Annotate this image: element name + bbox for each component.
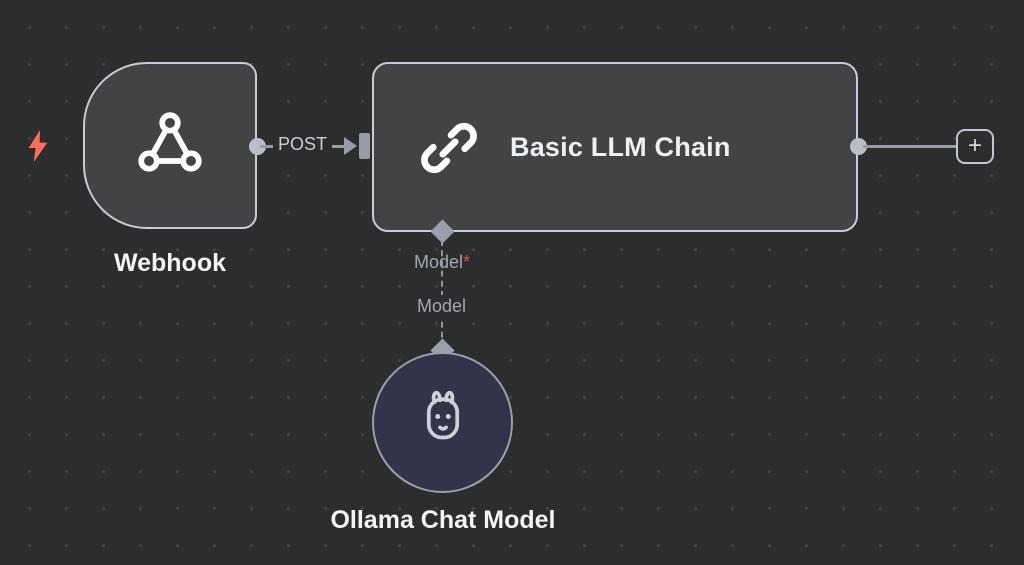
llm-input-connector[interactable] [359,133,370,159]
llama-icon [412,385,474,460]
required-asterisk: * [463,252,471,272]
node-webhook[interactable] [83,62,257,229]
webhook-output-connector[interactable] [249,138,266,155]
connection-post-label: POST [273,133,333,156]
ollama-node-label: Ollama Chat Model [330,506,556,534]
model-port-label: Model* [413,252,471,272]
llm-output-connector[interactable] [850,138,867,155]
chain-icon [418,117,480,179]
connection-llm-to-add[interactable] [863,145,960,148]
connection-arrowhead-icon [344,137,357,155]
webhook-node-label: Webhook [113,249,227,277]
llm-node-title: Basic LLM Chain [510,131,731,162]
node-ollama-chat-model[interactable] [372,352,513,493]
node-basic-llm-chain[interactable]: Basic LLM Chain [372,62,858,232]
connection-ollama-to-llm[interactable] [441,240,443,348]
plus-icon: + [967,132,982,159]
add-node-button[interactable]: + [956,129,994,164]
lightning-bolt-icon [26,130,50,162]
webhook-icon [134,107,206,184]
connection-model-label: Model [412,295,472,318]
